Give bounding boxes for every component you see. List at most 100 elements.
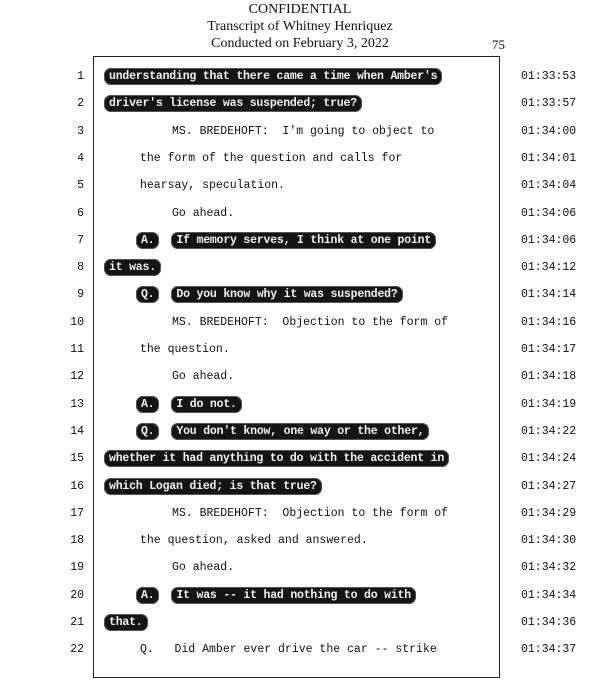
timestamp: 01:34:06 xyxy=(521,233,577,247)
line-number: 12 xyxy=(70,370,84,384)
line-text: Q. Did Amber ever drive the car -- strik… xyxy=(140,636,437,663)
timestamp: 01:34:34 xyxy=(521,588,577,602)
speaker-marker: Q. xyxy=(136,422,160,440)
plain-text: MS. BREDEHOFT: Objection to the form of xyxy=(172,506,449,520)
transcript-line: 20 A. It was -- it had nothing to do with 0… xyxy=(0,582,600,609)
highlighted-text: that. xyxy=(104,614,148,631)
timestamp: 01:34:30 xyxy=(521,534,577,548)
line-text: understanding that there came a time whe… xyxy=(104,63,443,90)
line-text: MS. BREDEHOFT: I'm going to object to xyxy=(172,118,434,145)
timestamp: 01:34:19 xyxy=(521,397,577,411)
timestamp: 01:33:57 xyxy=(521,97,577,111)
plain-text: the question. xyxy=(140,343,230,356)
transcript-line: 3 MS. BREDEHOFT: I'm going to object to 01… xyxy=(0,118,600,145)
line-text: that. xyxy=(104,609,148,636)
transcript-line: 21 that. 01:34:36 xyxy=(0,609,600,636)
transcript-line: 7 A. If memory serves, I think at one poin… xyxy=(0,227,600,254)
plain-text: Go ahead. xyxy=(172,370,235,384)
line-number: 7 xyxy=(77,233,84,247)
line-text: the form of the question and calls for xyxy=(140,145,402,172)
line-number: 11 xyxy=(70,343,84,356)
line-number: 9 xyxy=(77,288,84,302)
line-text: Go ahead. xyxy=(172,554,234,581)
line-text: A. It was -- it had nothing to do with xyxy=(136,582,416,609)
highlighted-text: It was -- it had nothing to do with xyxy=(171,586,416,604)
timestamp: 01:34:29 xyxy=(521,506,577,520)
transcript-frame xyxy=(93,56,500,678)
line-text: the question, asked and answered. xyxy=(140,527,368,554)
timestamp: 01:34:27 xyxy=(521,479,577,493)
transcript-line: 15 whether it had anything to do with the… xyxy=(0,445,600,472)
plain-text: Q. Did Amber ever drive the car -- strik… xyxy=(140,643,437,657)
timestamp: 01:34:37 xyxy=(521,643,577,657)
plain-text: MS. BREDEHOFT: I'm going to object to xyxy=(172,124,435,138)
page-number: 75 xyxy=(492,37,505,52)
highlighted-text: Do you know why it was suspended? xyxy=(171,286,403,304)
line-number: 21 xyxy=(70,616,84,629)
timestamp: 01:34:22 xyxy=(521,424,577,438)
line-number: 8 xyxy=(77,261,84,275)
highlighted-text: If memory serves, I think at one point xyxy=(171,231,437,249)
speaker-marker: A. xyxy=(136,586,160,604)
timestamp: 01:34:16 xyxy=(521,315,577,329)
line-text: Q.Do you know why it was suspended? xyxy=(136,281,403,308)
highlighted-text: it was. xyxy=(104,259,161,277)
line-text: A.I do not. xyxy=(136,391,242,418)
line-text: A. If memory serves, I think at one point xyxy=(136,227,437,254)
line-text: Go ahead. xyxy=(172,200,234,227)
plain-text: the question, asked and answered. xyxy=(140,534,368,548)
transcript-line: 2 driver's license was suspended; true? 01… xyxy=(0,90,600,117)
line-number: 22 xyxy=(70,643,84,657)
line-number: 10 xyxy=(70,315,84,329)
transcript-line: 14 Q. You don't know, one way or the other… xyxy=(0,418,600,445)
plain-text: the form of the question and calls for xyxy=(140,151,403,165)
timestamp: 01:34:04 xyxy=(521,179,577,193)
line-number: 17 xyxy=(70,506,84,520)
line-number: 14 xyxy=(70,424,84,438)
transcript-line: 4 the form of the question and calls for 0… xyxy=(0,145,600,172)
line-number: 3 xyxy=(77,124,84,138)
line-text: whether it had anything to do with the a… xyxy=(104,445,450,472)
transcript-line: 22 Q. Did Amber ever drive the car -- str… xyxy=(0,636,600,663)
line-number: 20 xyxy=(70,588,84,602)
line-text: Q. You don't know, one way or the other, xyxy=(136,418,430,445)
line-text: MS. BREDEHOFT: Objection to the form of xyxy=(172,309,448,336)
highlighted-text: driver's license was suspended; true? xyxy=(104,95,362,113)
transcript-line: 10 MS. BREDEHOFT: Objection to the form o… xyxy=(0,309,600,336)
transcript-title: Transcript of Whitney Henriquez xyxy=(207,19,393,34)
line-number: 4 xyxy=(77,151,84,165)
highlighted-text: You don't know, one way or the other, xyxy=(171,422,430,440)
line-text: it was. xyxy=(104,254,161,281)
line-number: 2 xyxy=(77,97,84,111)
timestamp: 01:34:01 xyxy=(521,151,577,165)
transcript-line: 17 MS. BREDEHOFT: Objection to the form o… xyxy=(0,500,600,527)
transcript-date: Conducted on February 3, 2022 xyxy=(211,36,389,51)
highlighted-text: understanding that there came a time whe… xyxy=(104,68,443,85)
timestamp: 01:34:14 xyxy=(521,288,577,302)
plain-text: MS. BREDEHOFT: Objection to the form of xyxy=(172,315,449,329)
line-text: the question. xyxy=(140,336,230,363)
speaker-marker: A. xyxy=(136,231,160,249)
timestamp: 01:34:36 xyxy=(521,616,577,629)
line-number: 15 xyxy=(70,452,84,466)
confidential-label: CONFIDENTIAL xyxy=(248,2,352,17)
line-text: Go ahead. xyxy=(172,363,234,390)
highlighted-text: whether it had anything to do with the a… xyxy=(104,450,450,468)
line-number: 16 xyxy=(70,479,84,493)
timestamp: 01:33:53 xyxy=(521,70,577,83)
highlighted-text: I do not. xyxy=(171,395,242,413)
line-number: 19 xyxy=(70,561,84,575)
plain-text: hearsay, speculation. xyxy=(140,179,285,193)
plain-text: Go ahead. xyxy=(172,561,235,575)
timestamp: 01:34:12 xyxy=(521,261,577,275)
timestamp: 01:34:00 xyxy=(521,124,577,138)
timestamp: 01:34:06 xyxy=(521,206,577,220)
transcript-line: 9 Q.Do you know why it was suspended? 01:3… xyxy=(0,281,600,308)
